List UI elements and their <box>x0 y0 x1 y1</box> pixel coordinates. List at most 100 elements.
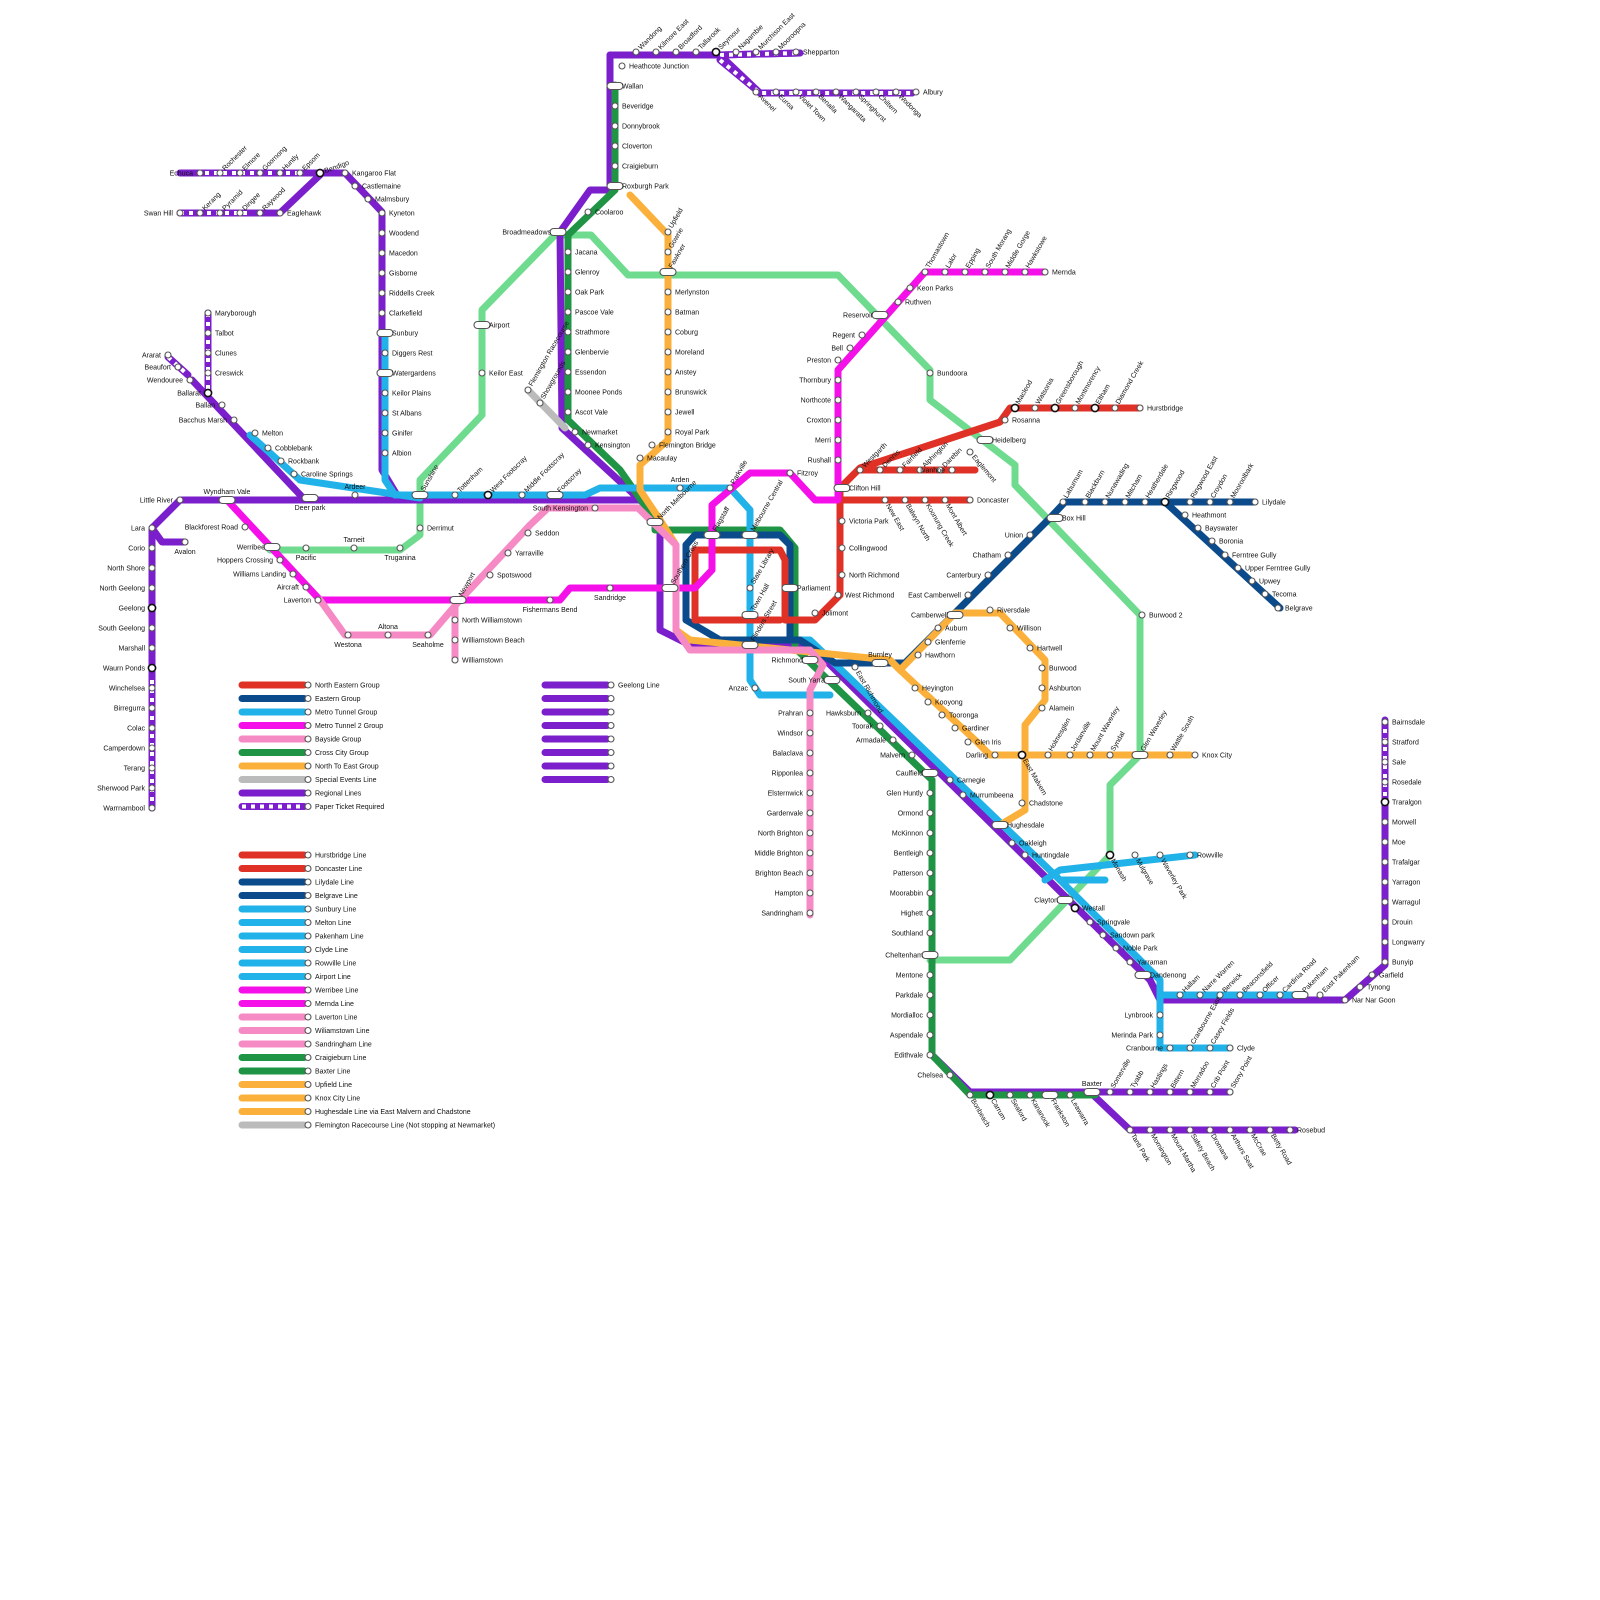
station-carrum[interactable] <box>985 1090 995 1100</box>
station-kyneton[interactable] <box>378 209 386 217</box>
station-seaholme[interactable] <box>424 631 432 639</box>
station-merri[interactable] <box>834 436 842 444</box>
station-ardeer[interactable] <box>351 491 359 499</box>
station-lalor[interactable] <box>941 268 949 276</box>
station-albury[interactable] <box>912 88 920 96</box>
station-benalla[interactable] <box>812 88 820 96</box>
station-williamstown-beach[interactable] <box>451 636 459 644</box>
station-avenel[interactable] <box>752 88 760 96</box>
station-batman[interactable] <box>664 308 672 316</box>
station-clunes[interactable] <box>204 349 212 357</box>
station-diggers-rest[interactable] <box>381 349 389 357</box>
station-alamein[interactable] <box>1038 704 1046 712</box>
station-warrnambool[interactable] <box>148 804 156 812</box>
station-west-richmond[interactable] <box>834 591 842 599</box>
station-altona[interactable] <box>384 631 392 639</box>
station-violet-town[interactable] <box>792 88 800 96</box>
station-keon-parks[interactable] <box>906 284 914 292</box>
station-pakenham-interchange[interactable] <box>1291 990 1309 1000</box>
station-seymour[interactable] <box>711 47 721 57</box>
station-upper-ferntree-gully[interactable] <box>1234 564 1242 572</box>
station-brighton-beach[interactable] <box>806 869 814 877</box>
station-mooroopna[interactable] <box>772 48 780 56</box>
station-watergardens-interchange[interactable] <box>376 368 394 378</box>
station-hastings[interactable] <box>1146 1088 1154 1096</box>
station-arden[interactable] <box>676 484 684 492</box>
station-mount-martha[interactable] <box>1166 1126 1174 1134</box>
station-beveridge[interactable] <box>611 102 619 110</box>
station-auburn[interactable] <box>934 624 942 632</box>
station-dromana[interactable] <box>1206 1126 1214 1134</box>
station-mentone[interactable] <box>926 971 934 979</box>
station-macedon[interactable] <box>378 249 386 257</box>
station-clayton-interchange[interactable] <box>1056 895 1074 905</box>
station-williams-landing[interactable] <box>289 570 297 578</box>
station-rosedale[interactable] <box>1381 778 1389 786</box>
station-yarraville[interactable] <box>504 549 512 557</box>
station-rosanna[interactable] <box>1001 416 1009 424</box>
station-little-river[interactable] <box>176 496 184 504</box>
station-morwell[interactable] <box>1381 818 1389 826</box>
station-moreland[interactable] <box>664 348 672 356</box>
station-birregurra[interactable] <box>148 704 156 712</box>
station-frankston-interchange[interactable] <box>1041 1090 1059 1100</box>
station-deer-park-interchange[interactable] <box>301 493 319 503</box>
station-chiltern[interactable] <box>872 88 880 96</box>
station-croxton[interactable] <box>834 416 842 424</box>
station-sandown-park[interactable] <box>1099 931 1107 939</box>
station-bendigo[interactable] <box>315 168 325 178</box>
station-newport-interchange[interactable] <box>449 595 467 605</box>
station-ivanhoe[interactable] <box>948 466 956 474</box>
station-riddells-creek[interactable] <box>378 289 386 297</box>
station-kananook[interactable] <box>1026 1091 1034 1099</box>
station-union[interactable] <box>1026 531 1034 539</box>
station-west-footscray[interactable] <box>483 490 493 500</box>
station-casey-fields[interactable] <box>1206 1044 1214 1052</box>
station-parkdale[interactable] <box>926 991 934 999</box>
station-burwood[interactable] <box>1038 664 1046 672</box>
station-tanti-park[interactable] <box>1126 1126 1134 1134</box>
station-crib-point[interactable] <box>1206 1088 1214 1096</box>
station-lilydale[interactable] <box>1251 498 1259 506</box>
station-moe[interactable] <box>1381 838 1389 846</box>
station-balaclava[interactable] <box>806 749 814 757</box>
station-ascot-vale[interactable] <box>564 408 572 416</box>
station-ballan[interactable] <box>218 401 226 409</box>
station-flemington-bridge[interactable] <box>648 441 656 449</box>
station-flemington-racecourse[interactable] <box>524 386 532 394</box>
station-warragul[interactable] <box>1381 898 1389 906</box>
station-maryborough[interactable] <box>204 309 212 317</box>
station-tallarook[interactable] <box>692 48 700 56</box>
station-heathmont[interactable] <box>1181 511 1189 519</box>
station-heatherdale[interactable] <box>1141 498 1149 506</box>
station-roxburgh-park-interchange[interactable] <box>606 181 624 191</box>
station-sherwood-park[interactable] <box>148 784 156 792</box>
station-bentleigh[interactable] <box>926 849 934 857</box>
station-williamstown[interactable] <box>451 656 459 664</box>
station-anzac[interactable] <box>751 684 759 692</box>
station-bittern[interactable] <box>1166 1088 1174 1096</box>
station-hawksburn[interactable] <box>864 709 872 717</box>
station-montmorency[interactable] <box>1071 404 1079 412</box>
station-st-albans[interactable] <box>381 409 389 417</box>
station-sunshine-interchange[interactable] <box>411 490 429 500</box>
station-wodonga[interactable] <box>892 88 900 96</box>
station-clifton-hill-interchange[interactable] <box>833 483 851 493</box>
station-rochester[interactable] <box>216 169 224 177</box>
station-caulfield-interchange[interactable] <box>921 768 939 778</box>
station-westgarth[interactable] <box>856 466 864 474</box>
station-spotswood[interactable] <box>486 571 494 579</box>
station-pascoe-vale[interactable] <box>564 308 572 316</box>
station-mckinnon[interactable] <box>926 829 934 837</box>
station-gardenvale[interactable] <box>806 809 814 817</box>
station-mordialloc[interactable] <box>926 1011 934 1019</box>
station-coburg[interactable] <box>664 328 672 336</box>
station-glenroy[interactable] <box>564 268 572 276</box>
station-camberwell-interchange[interactable] <box>946 610 964 620</box>
station-huntingdale[interactable] <box>1021 851 1029 859</box>
station-melbourne-central-interchange[interactable] <box>741 530 759 540</box>
station-parkville[interactable] <box>726 484 734 492</box>
station-reservoir-interchange[interactable] <box>871 310 889 320</box>
station-thomastown[interactable] <box>921 268 929 276</box>
station-dingee[interactable] <box>236 209 244 217</box>
